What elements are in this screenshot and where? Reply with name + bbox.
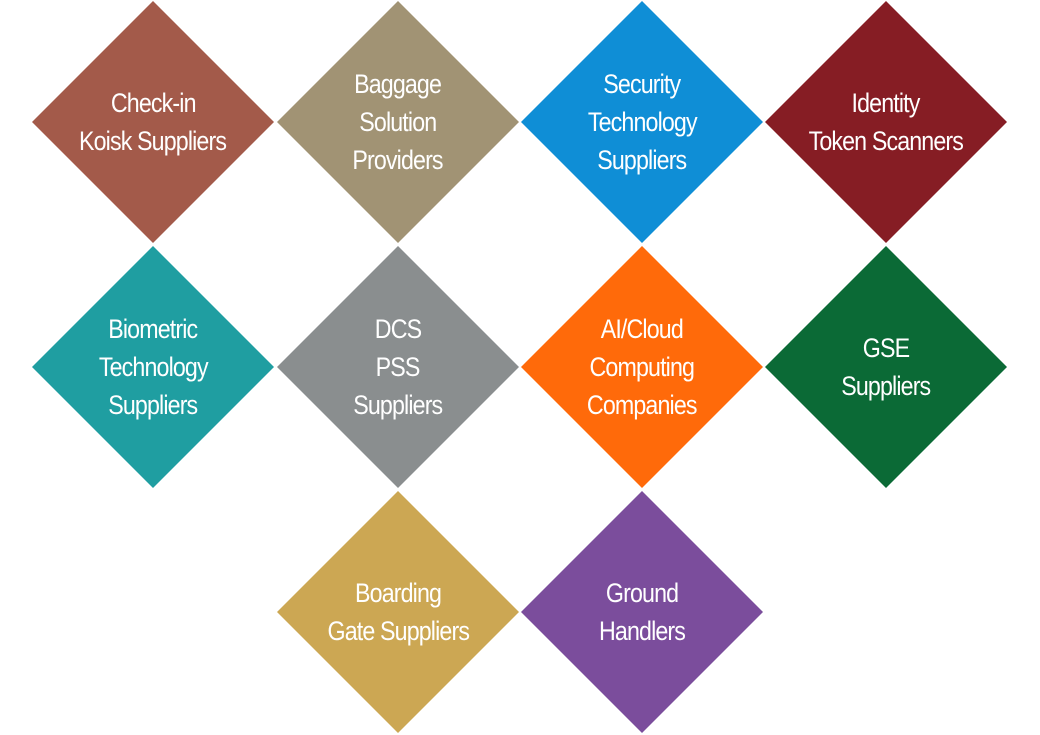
tile-label-line: Token Scanners bbox=[808, 126, 964, 156]
tile-label-line: PSS bbox=[376, 352, 421, 382]
tile-label: Check-in Koisk Suppliers bbox=[68, 1, 238, 243]
tile-identity-token-scanners: Identity Token Scanners bbox=[765, 1, 1007, 243]
tile-label-line: AI/Cloud bbox=[600, 314, 684, 344]
tile-label: GSE Suppliers bbox=[801, 246, 971, 488]
tile-label-line: Computing bbox=[589, 352, 695, 382]
tile-security-technology-suppliers: Security Technology Suppliers bbox=[521, 1, 763, 243]
tile-label-line: Technology bbox=[587, 107, 698, 137]
tile-label-line: Suppliers bbox=[597, 145, 687, 175]
tile-label-line: Suppliers bbox=[353, 390, 443, 420]
tile-label: AI/Cloud Computing Companies bbox=[557, 246, 727, 488]
tile-ground-handlers: Ground Handlers bbox=[521, 491, 763, 733]
tile-label-line: DCS bbox=[374, 314, 422, 344]
tile-dcs-pss-suppliers: DCS PSS Suppliers bbox=[277, 246, 519, 488]
tile-label: Biometric Technology Suppliers bbox=[68, 246, 238, 488]
tile-label: DCS PSS Suppliers bbox=[313, 246, 483, 488]
tile-label-line: Koisk Suppliers bbox=[79, 126, 227, 156]
tile-biometric-technology-suppliers: Biometric Technology Suppliers bbox=[32, 246, 274, 488]
tile-label: Security Technology Suppliers bbox=[557, 1, 727, 243]
tile-ai-cloud-computing-companies: AI/Cloud Computing Companies bbox=[521, 246, 763, 488]
tile-label-line: Technology bbox=[98, 352, 209, 382]
tile-label-line: Security bbox=[603, 69, 681, 99]
tile-label: Identity Token Scanners bbox=[801, 1, 971, 243]
tile-label-line: Boarding bbox=[354, 578, 442, 608]
tile-label-line: Solution bbox=[359, 107, 437, 137]
tile-label-line: Ground bbox=[605, 578, 679, 608]
tile-label-line: Suppliers bbox=[108, 390, 198, 420]
tile-label: Boarding Gate Suppliers bbox=[313, 491, 483, 733]
tile-label-line: Biometric bbox=[108, 314, 198, 344]
tile-label-line: GSE bbox=[862, 333, 910, 363]
tile-baggage-solution-providers: Baggage Solution Providers bbox=[277, 1, 519, 243]
tile-label-line: Suppliers bbox=[841, 371, 931, 401]
tile-label-line: Providers bbox=[352, 145, 444, 175]
tile-gse-suppliers: GSE Suppliers bbox=[765, 246, 1007, 488]
tile-label-line: Gate Suppliers bbox=[327, 616, 469, 646]
tile-label-line: Identity bbox=[852, 88, 921, 118]
tile-label-line: Companies bbox=[587, 390, 698, 420]
tile-label-line: Check-in bbox=[110, 88, 197, 118]
tile-label-line: Handlers bbox=[598, 616, 686, 646]
tile-label-line: Baggage bbox=[354, 69, 443, 99]
tile-boarding-gate-suppliers: Boarding Gate Suppliers bbox=[277, 491, 519, 733]
tile-label: Ground Handlers bbox=[557, 491, 727, 733]
tile-label: Baggage Solution Providers bbox=[313, 1, 483, 243]
tile-check-in-kiosk-suppliers: Check-in Koisk Suppliers bbox=[32, 1, 274, 243]
